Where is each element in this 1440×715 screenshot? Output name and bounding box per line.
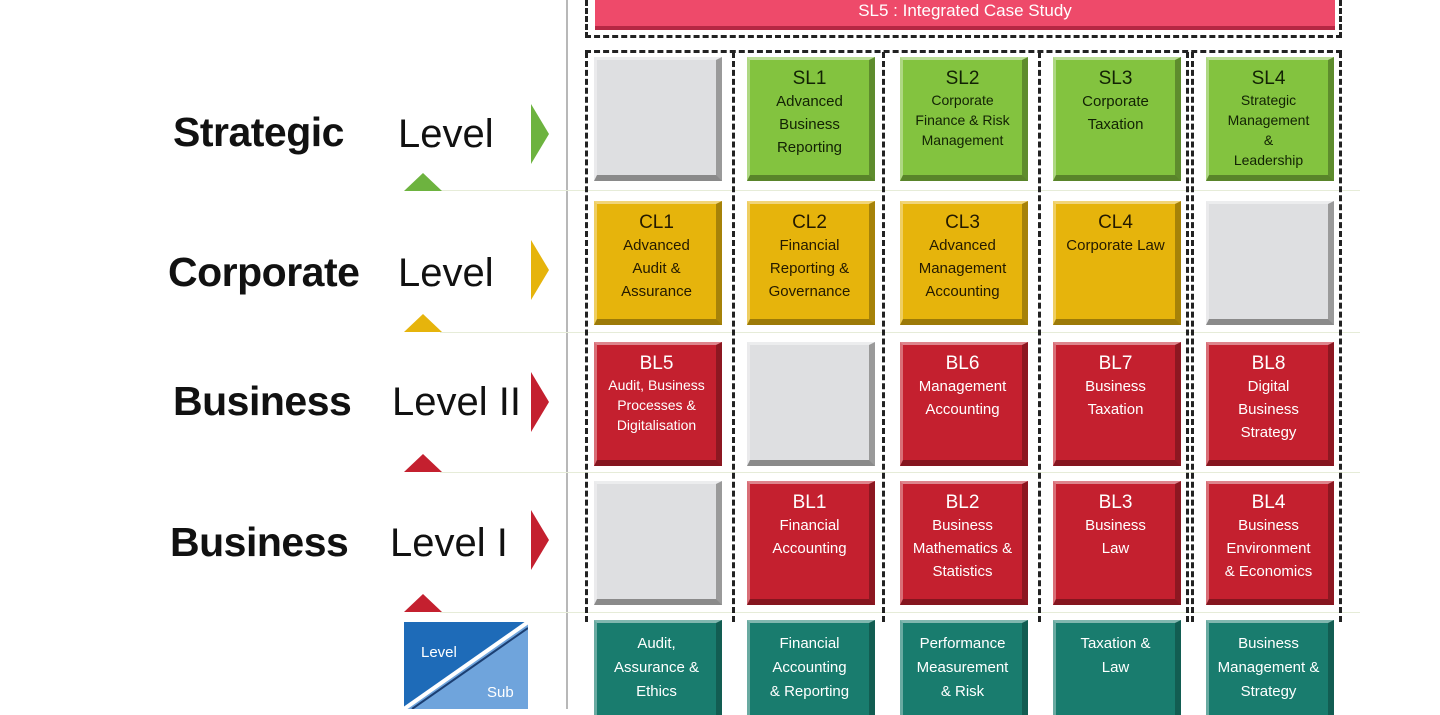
column-frame xyxy=(885,52,1041,622)
level-word: Level xyxy=(398,251,494,295)
empty-tile xyxy=(594,57,722,181)
right-arrow-icon xyxy=(531,240,549,300)
row-separator xyxy=(440,332,1360,333)
module-name: Business Mathematics & Statistics xyxy=(912,517,1013,580)
up-arrow-icon xyxy=(404,173,442,191)
column-frame xyxy=(735,52,885,622)
subject-area-tile: Taxation & Law xyxy=(1053,620,1181,715)
level-name-business-1: Business xyxy=(170,519,349,565)
module-code: CL2 xyxy=(792,212,827,233)
module-name: Corporate Finance & Risk Management xyxy=(915,92,1010,148)
right-arrow-icon xyxy=(531,372,549,432)
module-code: CL3 xyxy=(945,212,980,233)
level-word: Level I xyxy=(390,521,508,565)
row-separator xyxy=(440,472,1360,473)
module-code: SL2 xyxy=(945,68,980,89)
legend-sub-label: Sub xyxy=(487,684,514,701)
module-code: BL3 xyxy=(1098,492,1133,513)
column-frame xyxy=(1041,52,1194,622)
banner-frame xyxy=(585,0,1342,38)
level-name-business-2: Business xyxy=(173,378,352,424)
module-name: Audit, Business Processes & Digitalisati… xyxy=(608,377,705,433)
subject-area-name: Audit, Assurance & Ethics xyxy=(613,635,700,700)
module-code: SL4 xyxy=(1251,68,1286,89)
module-code: BL7 xyxy=(1098,353,1133,374)
subject-area-tile: Financial Accounting & Reporting xyxy=(747,620,875,715)
module-name: Corporate Law xyxy=(1066,237,1165,254)
vertical-separator xyxy=(566,0,568,709)
legend-level-label: Level xyxy=(421,644,457,661)
module-name: Business Law xyxy=(1085,517,1146,557)
module-name: Advanced Management Accounting xyxy=(918,237,1007,300)
empty-tile xyxy=(747,342,875,466)
module-code: BL6 xyxy=(945,353,980,374)
column-frame xyxy=(585,52,735,622)
level-sub-legend: Level Sub xyxy=(404,622,528,709)
subject-area-tile: Business Management & Strategy xyxy=(1206,620,1334,715)
column-frame xyxy=(1186,52,1342,622)
up-arrow-icon xyxy=(404,454,442,472)
level-name-strategic: Strategic xyxy=(173,109,344,155)
module-name: Financial Accounting xyxy=(772,517,847,557)
empty-tile xyxy=(1206,201,1334,325)
module-code: SL3 xyxy=(1098,68,1133,89)
module-name: Digital Business Strategy xyxy=(1238,378,1299,441)
subject-area-tile: Audit, Assurance & Ethics xyxy=(594,620,722,715)
module-code: CL1 xyxy=(639,212,674,233)
module-code: CL4 xyxy=(1098,212,1133,233)
integrated-case-study-banner: SL5 : Integrated Case Study xyxy=(595,0,1335,30)
subject-area-name: Financial Accounting & Reporting xyxy=(769,635,850,700)
subject-area-name: Taxation & Law xyxy=(1080,635,1151,676)
module-name: Business Environment & Economics xyxy=(1224,517,1313,580)
module-code: BL4 xyxy=(1251,492,1286,513)
module-code: BL1 xyxy=(792,492,827,513)
subject-area-name: Business Management & Strategy xyxy=(1217,635,1320,700)
module-name: Business Taxation xyxy=(1085,378,1146,418)
subject-area-tile: Performance Measurement & Risk xyxy=(900,620,1028,715)
module-name: Advanced Audit & Assurance xyxy=(621,237,692,300)
level-name-corporate: Corporate xyxy=(168,249,360,295)
grid-frame-top xyxy=(585,50,1342,53)
up-arrow-icon xyxy=(404,314,442,332)
module-name: Corporate Taxation xyxy=(1082,93,1149,133)
level-word: Level II xyxy=(392,380,521,424)
right-arrow-icon xyxy=(531,510,549,570)
module-code: BL2 xyxy=(945,492,980,513)
module-name: Advanced Business Reporting xyxy=(776,93,843,156)
empty-tile xyxy=(594,481,722,605)
module-code: BL5 xyxy=(639,353,674,374)
module-name: Management Accounting xyxy=(918,378,1007,418)
up-arrow-icon xyxy=(404,594,442,612)
legend-graphic xyxy=(404,622,528,709)
row-separator xyxy=(440,612,1360,613)
module-code: SL1 xyxy=(792,68,827,89)
row-separator xyxy=(440,190,1360,191)
module-name: Financial Reporting & Governance xyxy=(768,237,851,300)
module-code: BL8 xyxy=(1251,353,1286,374)
level-word: Level xyxy=(398,112,494,156)
subject-area-name: Performance Measurement & Risk xyxy=(916,635,1009,700)
module-name: Strategic Management & Leadership xyxy=(1227,92,1310,168)
right-arrow-icon xyxy=(531,104,549,164)
